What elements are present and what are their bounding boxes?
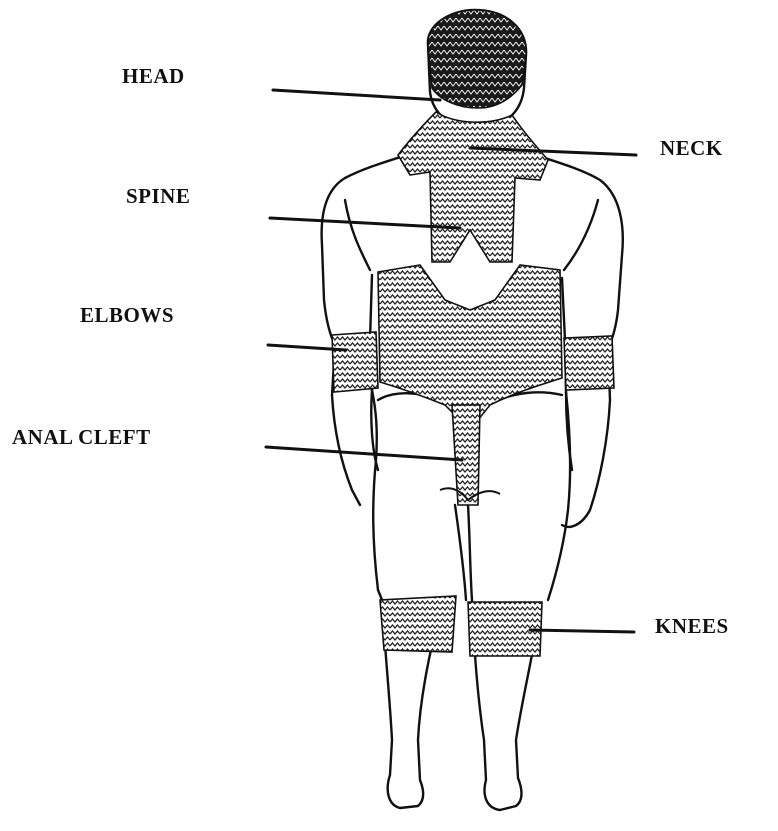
label-elbows: ELBOWS <box>80 305 174 326</box>
left-elbow-region <box>332 332 378 392</box>
spine-region <box>378 265 562 420</box>
label-head: HEAD <box>122 66 185 87</box>
neck-region <box>398 112 548 262</box>
leader-head <box>273 90 440 100</box>
hair-region <box>428 10 526 108</box>
label-knees: KNEES <box>655 616 729 637</box>
right-elbow-region <box>564 336 614 390</box>
label-spine: SPINE <box>126 186 190 207</box>
left-knee-region <box>380 596 456 652</box>
leader-anal-cleft <box>266 447 462 460</box>
label-neck: NECK <box>660 138 723 159</box>
leader-knees <box>530 630 634 632</box>
label-anal-cleft: ANAL CLEFT <box>12 427 151 448</box>
